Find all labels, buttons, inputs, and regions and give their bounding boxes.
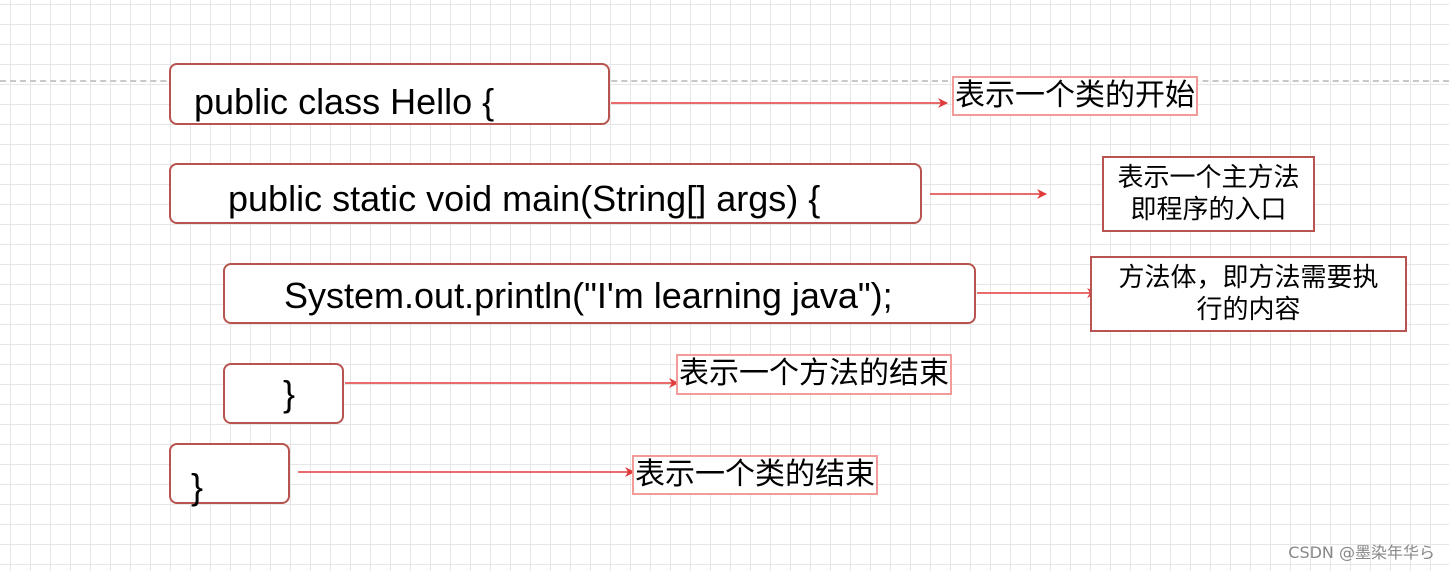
note-class-end: 表示一个类的结束 (632, 455, 878, 495)
code-print-statement-text: System.out.println("I'm learning java"); (284, 275, 893, 316)
code-box-class-close[interactable]: } (169, 443, 290, 507)
note-main-method: 表示一个主方法 即程序的入口 (1102, 156, 1315, 232)
code-main-open-text: public static void main(String[] args) { (228, 178, 821, 219)
note-method-end-text: 表示一个方法的结束 (679, 356, 949, 391)
code-box-print-statement[interactable]: System.out.println("I'm learning java"); (223, 263, 976, 324)
note-class-end-text: 表示一个类的结束 (635, 457, 875, 492)
note-main-method-line1: 表示一个主方法 (1117, 163, 1300, 193)
code-class-open-text: public class Hello { (194, 81, 495, 122)
note-method-body-line2: 行的内容 (1196, 295, 1301, 325)
code-box-main-open[interactable]: public static void main(String[] args) { (169, 163, 922, 224)
csdn-watermark: CSDN @墨染年华ら (1288, 543, 1435, 562)
code-box-main-close[interactable]: } (223, 363, 344, 424)
page-break-line (0, 80, 1449, 82)
note-method-body-line1: 方法体，即方法需要执 (1118, 263, 1379, 293)
note-method-end: 表示一个方法的结束 (676, 354, 952, 395)
code-main-close-text: } (283, 373, 296, 414)
note-class-start-text: 表示一个类的开始 (955, 78, 1195, 113)
code-class-close-text: } (191, 466, 204, 507)
note-method-body: 方法体，即方法需要执 行的内容 (1090, 256, 1407, 332)
code-box-class-open[interactable]: public class Hello { (169, 63, 610, 125)
note-main-method-line2: 即程序的入口 (1130, 195, 1287, 225)
note-class-start: 表示一个类的开始 (952, 76, 1198, 116)
